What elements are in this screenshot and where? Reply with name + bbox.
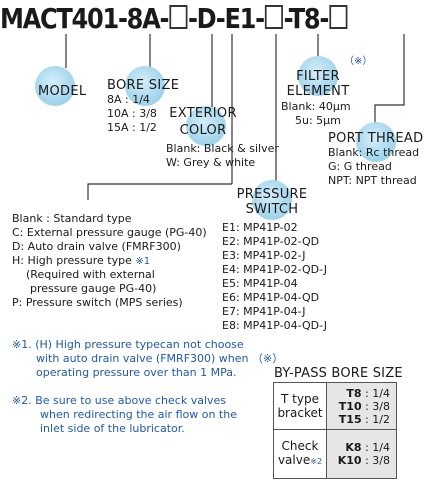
- code-bore: 8A: [126, 2, 161, 35]
- note-1: with auto drain valve (FMRF300) when （※）: [36, 352, 284, 365]
- filter-element-title: FILTER: [296, 69, 340, 84]
- filter-element-item: Blank: 40μm: [281, 100, 351, 113]
- model-bubble: [35, 66, 75, 106]
- exterior-color-item: W: Grey & white: [166, 156, 256, 169]
- table-row: T type bracket T8 : 1/4 T10 : 3/8 T15 : …: [273, 382, 397, 430]
- pressure-switch-title: SWITCH: [245, 202, 299, 217]
- color-bubble: [186, 106, 226, 146]
- bypass-title: BY-PASS BORE SIZE: [274, 366, 403, 381]
- port-thread-title: PORT THREAD: [328, 131, 424, 146]
- bypass-table: T type bracket T8 : 1/4 T10 : 3/8 T15 : …: [273, 382, 397, 479]
- bypass-codes: T8 : 1/4 T10 : 3/8 T15 : 1/2: [326, 382, 397, 430]
- bore-bubble: [125, 66, 165, 106]
- switch-bubble: [252, 180, 292, 220]
- line-option-b: [87, 183, 232, 200]
- model-code: MACT401-8A--D-E1--T8-: [0, 2, 348, 35]
- exterior-color-item: Blank: Black & silver: [166, 142, 279, 155]
- pressure-switch-item: E2: MP41P-02-QD: [222, 235, 320, 248]
- pressure-switch-item: E3: MP41P-02-J: [222, 249, 306, 262]
- note-1: operating pressure over than 1 MPa.: [36, 366, 237, 379]
- pressure-switch-item: E6: MP41P-04-QD: [222, 291, 320, 304]
- bypass-label: Check valve※2: [273, 429, 327, 479]
- pressure-switch-item: E8: MP41P-04-QD-J: [222, 319, 327, 332]
- bypass-check-mark: ※2: [310, 457, 323, 466]
- bore-size-item: 10A : 3/8: [107, 107, 157, 120]
- exterior-color-title: COLOR: [179, 123, 227, 138]
- exterior-color-title: EXTERIOR: [169, 106, 237, 121]
- type-option-item: (Required with external: [26, 268, 155, 281]
- pressure-switch-item: E1: MP41P-02: [222, 221, 298, 234]
- code-option: D: [196, 2, 217, 35]
- type-option-item: C: External pressure gauge (PG-40): [12, 226, 207, 239]
- port-thread-item: G: G thread: [328, 160, 392, 173]
- pressure-switch-title: PRESSURE: [236, 187, 308, 202]
- code-series: MACT401: [0, 2, 119, 35]
- bore-size-item: 15A : 1/2: [107, 121, 157, 134]
- code-thread-box: [328, 5, 348, 29]
- note-2: inlet side of the lubricator.: [40, 422, 185, 435]
- line-thread: [374, 34, 405, 124]
- bypass-codes: K8 : 1/4 K10 : 3/8: [326, 429, 397, 479]
- type-option-item: H: High pressure type ※1: [12, 254, 151, 267]
- filter-bubble: [298, 56, 338, 96]
- pressure-switch-item: E4: MP41P-02-QD-J: [222, 263, 327, 276]
- table-row: Check valve※2 K8 : 1/4 K10 : 3/8: [273, 429, 397, 479]
- pressure-switch-item: E7: MP41P-04-J: [222, 305, 306, 318]
- bypass-label: T type bracket: [273, 382, 327, 430]
- code-color-box: [169, 5, 188, 29]
- filter-note-mark: （※）: [344, 56, 373, 67]
- pressure-switch-item: E5: MP41P-04: [222, 277, 298, 290]
- note-1-mark: （※）: [252, 352, 284, 365]
- type-option-item: D: Auto drain valve (FMRF300): [12, 240, 181, 253]
- note-2: ※2. Be sure to use above check valves: [12, 394, 227, 407]
- code-bypass: T8: [288, 2, 321, 35]
- thread-bubble: [356, 122, 396, 162]
- port-thread-item: Blank: Rc thread: [328, 146, 420, 159]
- filter-element-item: 5u: 5μm: [295, 114, 341, 127]
- code-switch: E1: [224, 2, 257, 35]
- filter-element-title: ELEMENT: [286, 84, 350, 99]
- code-filter-box: [264, 5, 283, 29]
- model-label: MODEL: [38, 84, 87, 99]
- bore-size-item: 8A : 1/4: [107, 93, 150, 106]
- port-thread-item: NPT: NPT thread: [328, 174, 417, 187]
- note-2: when redirecting the air flow on the: [40, 408, 237, 421]
- note-1: ※1. (H) High pressure typecan not choose: [12, 338, 244, 351]
- type-option-item: pressure gauge PG-40): [30, 282, 157, 295]
- type-option-item: P: Pressure switch (MPS series): [12, 296, 183, 309]
- type-option-item: Blank : Standard type: [12, 212, 132, 225]
- type-h-mark: ※1: [135, 256, 151, 267]
- bore-size-title: BORE SIZE: [107, 78, 180, 93]
